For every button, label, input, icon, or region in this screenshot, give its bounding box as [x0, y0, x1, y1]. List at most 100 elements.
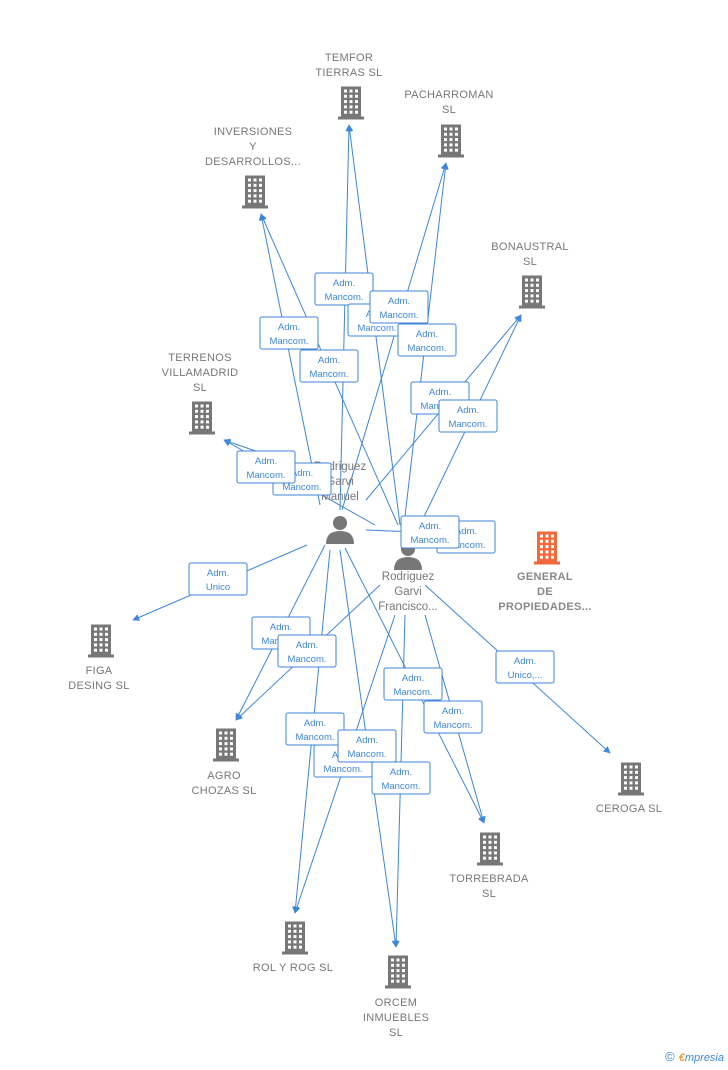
- company-label: ROL Y ROG SL: [253, 962, 333, 974]
- edge-label-text: Adm.: [455, 526, 477, 537]
- edge-label-p2-agro[interactable]: Adm.Mancom.: [277, 634, 337, 668]
- edge-label-box: [299, 349, 359, 383]
- building-icon: [338, 86, 364, 120]
- edge-label-p2-ceroga[interactable]: Adm.Unico,...: [495, 650, 555, 684]
- company-label: INVERSIONES: [214, 126, 293, 138]
- edge-label-p2-terrenos[interactable]: Adm. Mancom.: [236, 450, 296, 484]
- company-label: TORREBRADA: [449, 873, 529, 885]
- edge-label-box: [369, 290, 429, 324]
- company-node-temfor[interactable]: TEMFOR TIERRAS SL: [315, 52, 382, 120]
- edge-labels-layer: Adm. Mancom. Adm. Mancom. Adm. Mancom. Adm. Man…: [188, 272, 555, 795]
- person-label: Rodriguez: [382, 571, 435, 583]
- edge-label-text: Adm.: [419, 521, 441, 532]
- edge-label-text: Adm.: [416, 329, 438, 340]
- edge-label-text: Mancom.: [448, 419, 487, 430]
- edge-label-p2-pacharroman[interactable]: Adm.Mancom.: [397, 323, 457, 357]
- edge-label-box: [400, 515, 460, 549]
- company-node-inversiones[interactable]: INVERSIONESYDESARROLLOS...: [205, 126, 301, 209]
- edge-label-text: Mancom.: [381, 781, 420, 792]
- company-label: SL: [523, 256, 537, 268]
- edge-label-p1-pacharroman[interactable]: Adm.Mancom.: [369, 290, 429, 324]
- edge-label-box: [495, 650, 555, 684]
- edge-label-text: Mancom.: [324, 292, 363, 303]
- company-label: SL: [193, 382, 207, 394]
- person-icon: [326, 516, 354, 544]
- building-icon: [189, 401, 215, 435]
- edge-label-text: Adm.: [457, 405, 479, 416]
- building-icon: [242, 175, 268, 209]
- company-label: GENERAL: [517, 571, 573, 583]
- edge-label-box: [383, 667, 443, 701]
- edge-label-text: Adm.: [270, 622, 292, 633]
- edge-label-p2-bonaustral[interactable]: Adm. Mancom.: [438, 399, 498, 433]
- company-label: TEMFOR: [325, 52, 373, 64]
- company-label: AGRO: [207, 770, 241, 782]
- edge-label-text: Mancom.: [246, 470, 285, 481]
- building-icon: [213, 728, 239, 762]
- building-icon: [282, 921, 308, 955]
- edge-label-p1-torrebrada[interactable]: Adm. Mancom.: [383, 667, 443, 701]
- edge-label-p1-rolyrog[interactable]: Adm.Mancom.: [285, 712, 345, 746]
- edge-label-text: Adm.: [390, 767, 412, 778]
- person-node-p2[interactable]: RodriguezGarviFrancisco...: [378, 542, 438, 613]
- brand-name: mpresia: [684, 1052, 724, 1064]
- company-label: Y: [249, 141, 257, 153]
- edge-label-text: Mancom.: [393, 687, 432, 698]
- company-label: DE: [537, 586, 553, 598]
- edge-label-text: Mancom.: [379, 310, 418, 321]
- edge-label-p2-orcem[interactable]: Adm. Mancom.: [371, 761, 431, 795]
- edge-label-text: Adm.: [429, 387, 451, 398]
- company-node-terrenos[interactable]: TERRENOS VILLAMADRID SL: [162, 352, 239, 435]
- edge-label-text: Mancom.: [269, 336, 308, 347]
- edge-label-text: Mancom.: [323, 764, 362, 775]
- edge-label-p1-orcem[interactable]: Adm.Mancom.: [337, 729, 397, 763]
- edge-label-p1-inversiones[interactable]: Adm.Mancom.: [259, 316, 319, 350]
- edge-label-text: Adm.: [402, 673, 424, 684]
- company-label: TIERRAS SL: [315, 67, 382, 79]
- edge-label-text: Adm.: [318, 355, 340, 366]
- company-node-bonaustral[interactable]: BONAUSTRAL SL: [491, 241, 569, 309]
- company-label: BONAUSTRAL: [491, 241, 569, 253]
- edge-label-text: Mancom.: [309, 369, 348, 380]
- person-label: Garvi: [394, 586, 421, 598]
- edge-label-box: [236, 450, 296, 484]
- brand-initial: €: [678, 1052, 685, 1064]
- edge-label-box: [397, 323, 457, 357]
- edge-label-p1-figa[interactable]: Adm.Unico: [188, 562, 248, 596]
- company-label: TERRENOS: [168, 352, 232, 364]
- edge-p1-temfor: [339, 124, 353, 511]
- edge-label-box: [371, 761, 431, 795]
- edge-label-box: [438, 399, 498, 433]
- company-label: CEROGA SL: [596, 803, 662, 815]
- edge-label-p2-general[interactable]: Adm.Mancom.: [400, 515, 460, 549]
- company-label: FIGA: [86, 665, 113, 677]
- edge-label-p1-temfor[interactable]: Adm.Mancom.: [314, 272, 374, 306]
- company-node-general[interactable]: GENERAL DE PROPIEDADES...: [498, 531, 591, 614]
- edge-label-text: Adm.: [255, 456, 277, 467]
- company-node-ceroga[interactable]: CEROGA SL: [596, 762, 662, 816]
- company-label: PROPIEDADES...: [498, 601, 591, 613]
- edge-label-p2-inversiones[interactable]: Adm. Mancom.: [299, 349, 359, 383]
- edge-label-text: Adm.: [356, 735, 378, 746]
- edge-label-p2-torrebrada[interactable]: Adm.Mancom.: [423, 700, 483, 734]
- company-node-rolyrog[interactable]: ROL Y ROG SL: [253, 921, 333, 975]
- building-icon: [385, 955, 411, 989]
- company-label: ORCEM: [375, 997, 417, 1009]
- building-icon: [88, 624, 114, 658]
- edge-label-text: Mancom.: [446, 540, 485, 551]
- edge-label-box: [423, 700, 483, 734]
- edge-label-text: Mancom.: [433, 720, 472, 731]
- building-icon: [618, 762, 644, 796]
- company-label: PACHARROMAN: [404, 89, 493, 101]
- edge-label-text: Mancom.: [287, 654, 326, 665]
- person-label: Francisco...: [378, 601, 437, 613]
- company-label: VILLAMADRID: [162, 367, 239, 379]
- building-icon: [534, 531, 560, 565]
